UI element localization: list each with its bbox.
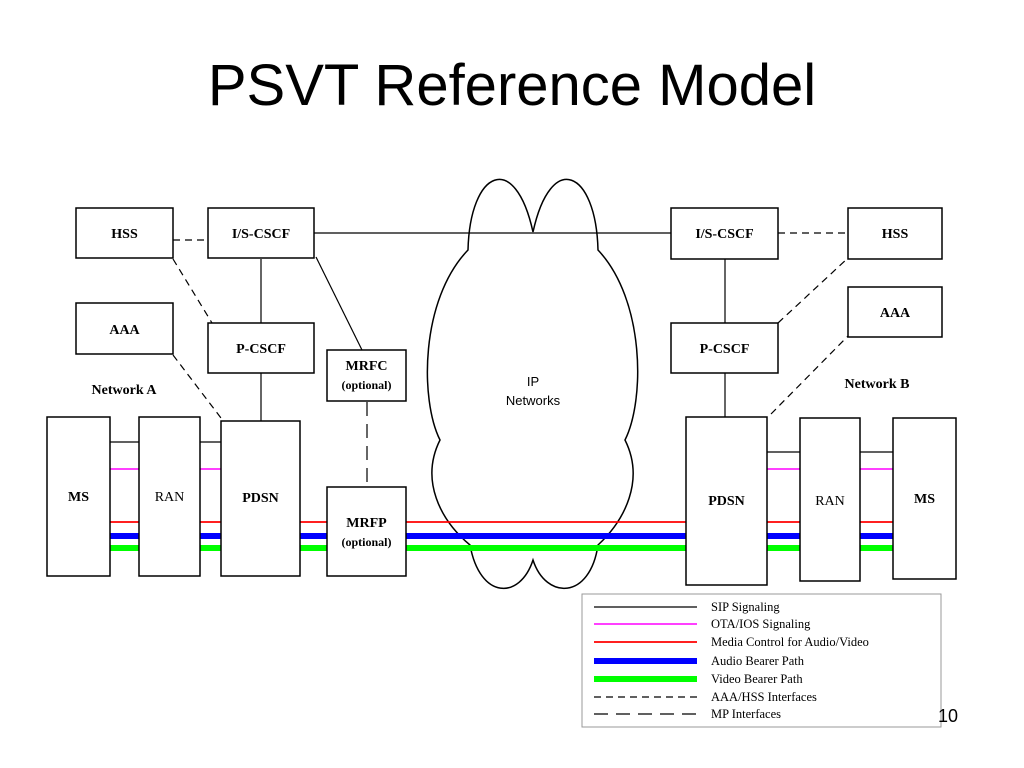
legend-label-video: Video Bearer Path bbox=[711, 672, 803, 686]
hss-b-label: HSS bbox=[882, 227, 909, 242]
pcscf-b-box bbox=[670, 322, 779, 374]
ran-a-label: RAN bbox=[155, 490, 185, 505]
cloud-label-ip: IP bbox=[527, 374, 539, 389]
pcscf-a-label: P-CSCF bbox=[236, 342, 286, 357]
mrfc-box bbox=[326, 349, 407, 402]
slide-title: PSVT Reference Model bbox=[207, 53, 817, 118]
iscscf-a-label: I/S-CSCF bbox=[232, 227, 290, 242]
mrfp-label: MRFP bbox=[346, 516, 387, 531]
pdsn-b-box bbox=[685, 416, 768, 586]
ms-a-box bbox=[46, 416, 111, 577]
pcscf-a-box bbox=[207, 322, 315, 374]
hss-a-label: HSS bbox=[111, 227, 138, 242]
ms-a-label: MS bbox=[68, 490, 89, 505]
ran-b-box bbox=[799, 417, 861, 582]
legend-label-sip: SIP Signaling bbox=[711, 600, 780, 614]
mrfp-note: (optional) bbox=[341, 535, 391, 549]
pcscf-b-label: P-CSCF bbox=[700, 342, 750, 357]
ran-b-label: RAN bbox=[815, 494, 845, 509]
legend-label-media: Media Control for Audio/Video bbox=[711, 635, 869, 649]
aaa-hss-interface-lines bbox=[172, 232, 849, 419]
ms-b-label: MS bbox=[914, 492, 935, 507]
pdsn-a-box bbox=[220, 420, 301, 577]
aaa-a-label: AAA bbox=[109, 323, 140, 338]
iscscf-b-box bbox=[670, 207, 779, 260]
pdsn-a-label: PDSN bbox=[242, 491, 279, 506]
ran-a-box bbox=[138, 416, 201, 577]
mrfc-label: MRFC bbox=[346, 359, 388, 374]
hss-a-box bbox=[75, 207, 174, 259]
hss-b-box bbox=[847, 207, 943, 260]
legend-label-ota: OTA/IOS Signaling bbox=[711, 617, 811, 631]
mrfc-note: (optional) bbox=[341, 378, 391, 392]
iscscf-a-box bbox=[207, 207, 315, 259]
aaa-a-box bbox=[75, 302, 174, 355]
ip-networks-cloud bbox=[426, 178, 639, 589]
page-number: 10 bbox=[938, 706, 959, 726]
legend-swatches bbox=[594, 606, 697, 715]
ms-b-box bbox=[892, 417, 957, 580]
legend-label-mp: MP Interfaces bbox=[711, 707, 781, 721]
mrfp-box bbox=[326, 486, 407, 577]
network-a-label: Network A bbox=[92, 383, 158, 398]
aaa-b-box bbox=[847, 286, 943, 338]
legend-label-audio: Audio Bearer Path bbox=[711, 654, 805, 668]
iscscf-b-label: I/S-CSCF bbox=[695, 227, 753, 242]
legend-label-aaa-hss: AAA/HSS Interfaces bbox=[711, 690, 817, 704]
network-b-label: Network B bbox=[845, 377, 910, 392]
cloud-label-networks: Networks bbox=[506, 393, 561, 408]
pdsn-b-label: PDSN bbox=[708, 494, 745, 509]
aaa-b-label: AAA bbox=[880, 306, 911, 321]
